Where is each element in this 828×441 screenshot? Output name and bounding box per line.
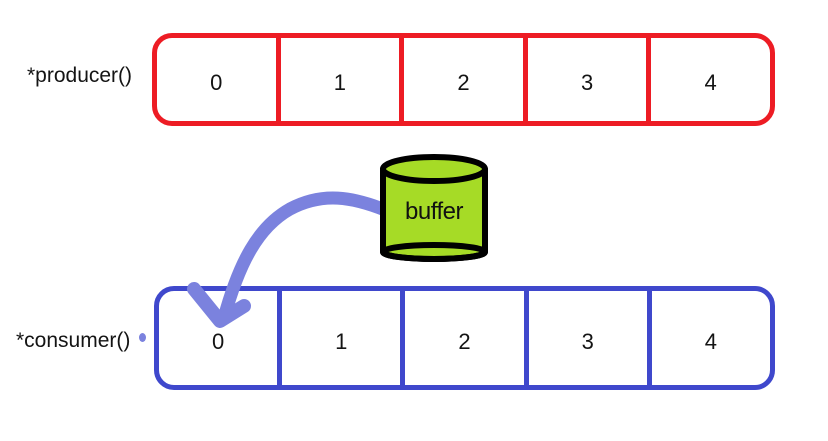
consumer-cell-0: 0 bbox=[159, 291, 277, 385]
consumer-cell-3: 3 bbox=[523, 291, 647, 385]
stray-paint-dot bbox=[139, 333, 146, 342]
producer-cell-4-value: 4 bbox=[704, 69, 717, 95]
producer-array: 0 1 2 3 4 bbox=[152, 33, 775, 126]
consumer-cell-3-value: 3 bbox=[581, 329, 594, 354]
buffer-label: buffer bbox=[405, 198, 463, 225]
producer-cell-0-value: 0 bbox=[210, 69, 223, 95]
buffer-cylinder-top bbox=[380, 154, 488, 184]
producer-label: *producer() bbox=[27, 64, 133, 87]
producer-cell-1-value: 1 bbox=[333, 69, 347, 95]
producer-cell-4: 4 bbox=[646, 38, 770, 121]
buffer-cylinder-body bbox=[380, 166, 488, 262]
producer-cell-2-value: 2 bbox=[457, 69, 470, 95]
consumer-cell-0-value: 0 bbox=[211, 329, 225, 354]
consumer-cell-2-value: 2 bbox=[458, 329, 471, 354]
consumer-array: 0 1 2 3 4 bbox=[154, 286, 775, 390]
consumer-cell-1: 1 bbox=[277, 291, 400, 385]
producer-cell-2: 2 bbox=[399, 38, 523, 121]
producer-cell-1: 1 bbox=[275, 38, 400, 121]
buffer-cylinder-bottom-rim bbox=[380, 242, 488, 262]
consumer-cell-4: 4 bbox=[646, 291, 770, 385]
consumer-label: *consumer() bbox=[16, 329, 131, 352]
consumer-cell-1-value: 1 bbox=[335, 329, 348, 354]
buffer-cylinder: buffer bbox=[380, 154, 488, 262]
consumer-cell-4-value: 4 bbox=[704, 329, 718, 354]
producer-cell-0: 0 bbox=[157, 38, 276, 121]
consumer-cell-2: 2 bbox=[400, 291, 523, 385]
producer-cell-3-value: 3 bbox=[580, 69, 594, 95]
producer-cell-3: 3 bbox=[522, 38, 647, 121]
